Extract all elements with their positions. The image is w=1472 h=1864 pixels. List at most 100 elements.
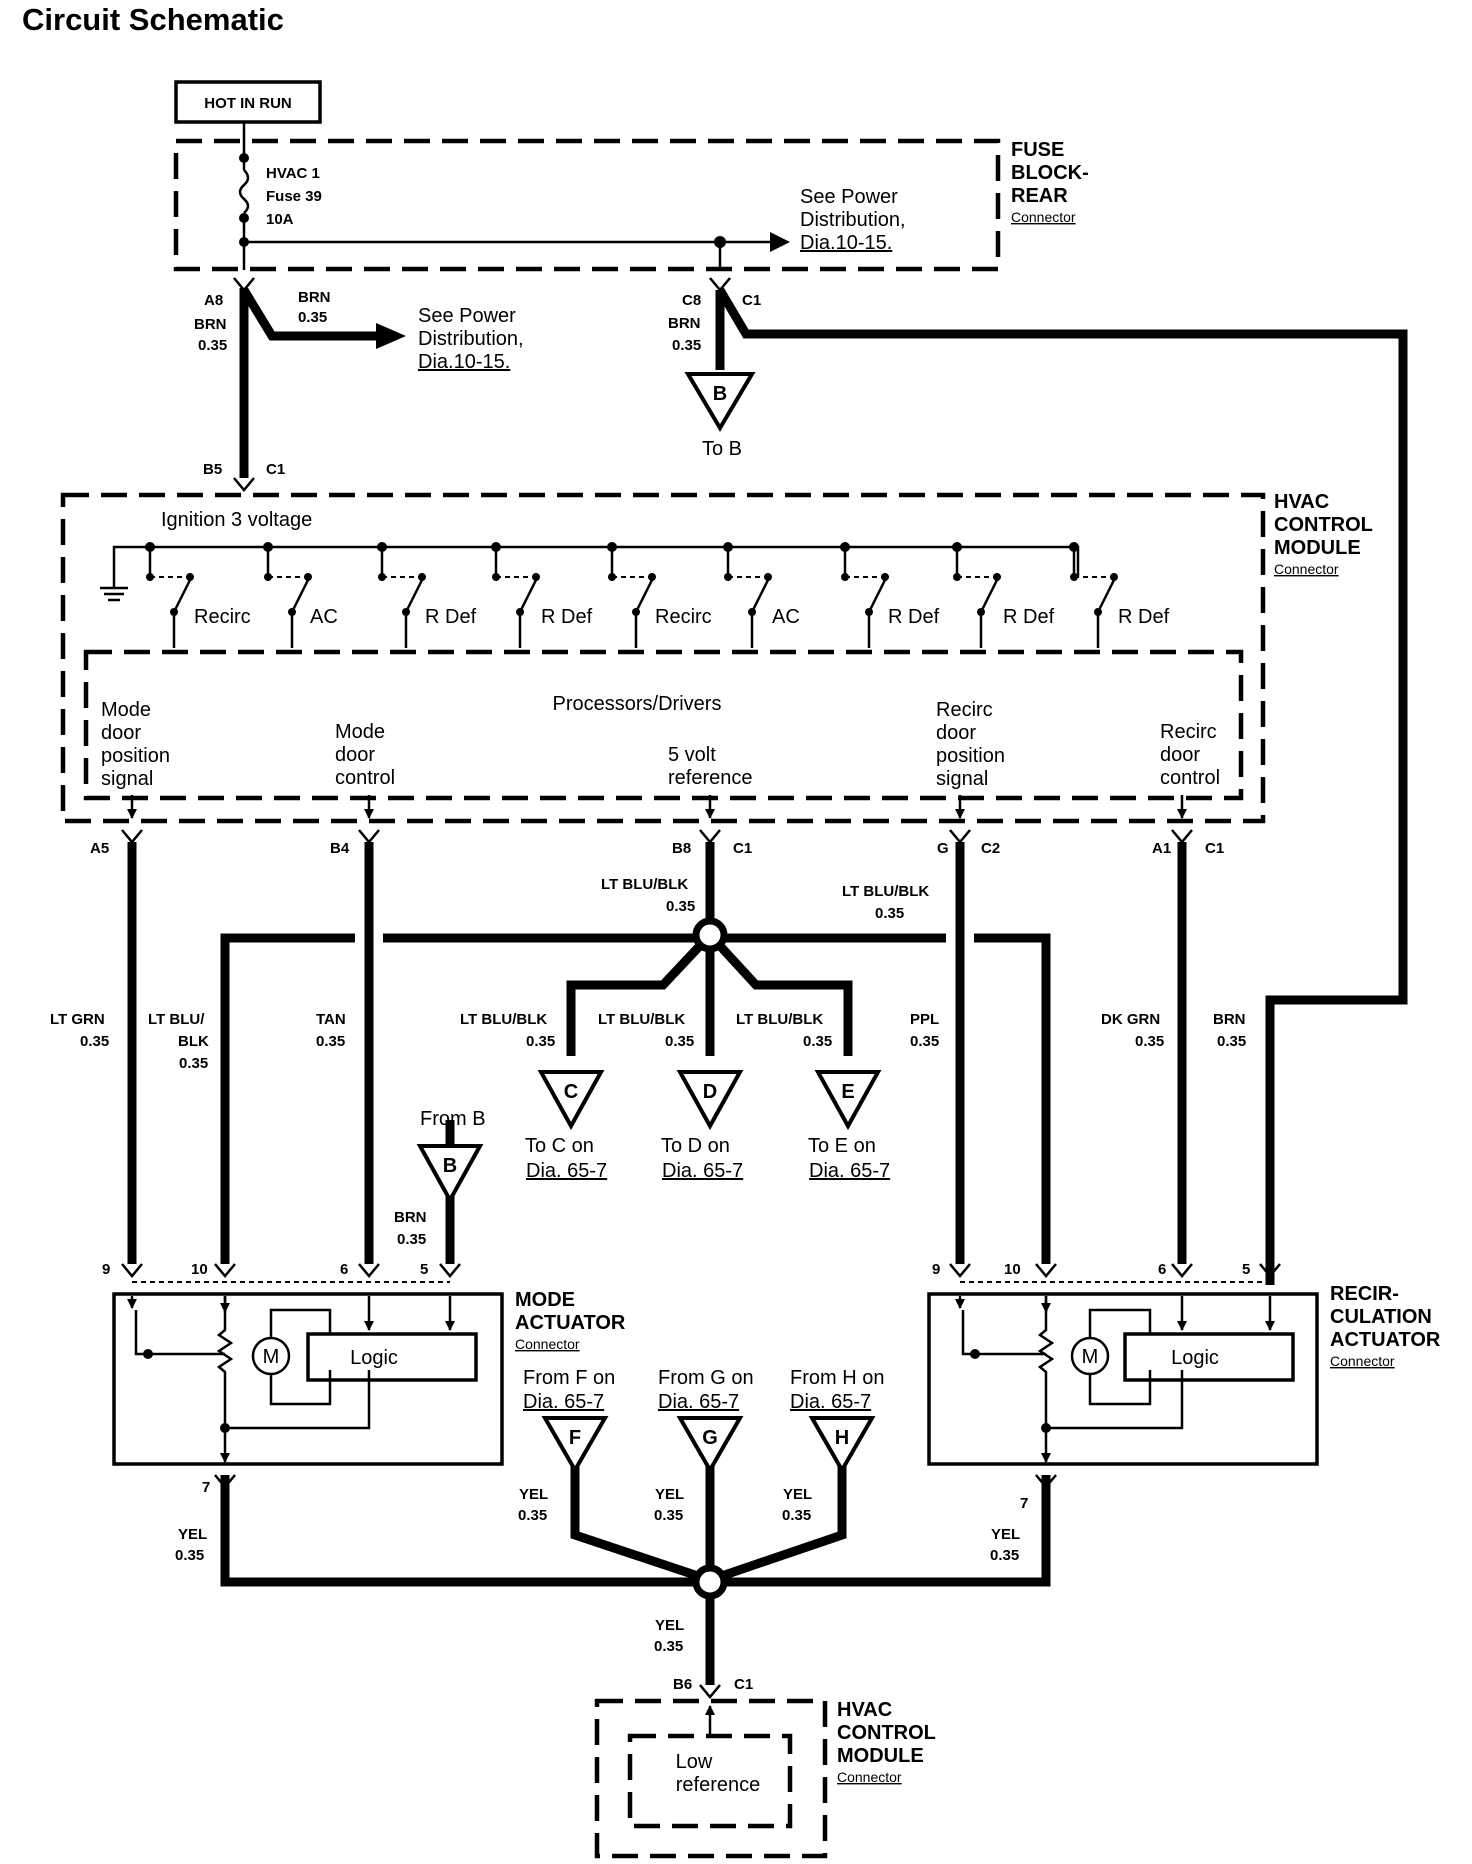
sig-recirc-pos-0: Recirc bbox=[936, 699, 993, 721]
left-see-power-0: See Power bbox=[418, 305, 516, 327]
recirc-pin-9: 9 bbox=[932, 1261, 940, 1278]
switch-4: Recirc bbox=[607, 542, 712, 648]
pin-b5: B5 bbox=[203, 461, 222, 478]
tri-c-label-1: Dia. 65-7 bbox=[526, 1160, 607, 1182]
processors-box bbox=[83, 649, 1244, 801]
recirc-name-0: RECIR- bbox=[1330, 1283, 1399, 1305]
sig-mode-pos-0: Mode bbox=[101, 699, 151, 721]
wire-ltblu-l-1: BLK bbox=[178, 1033, 209, 1050]
wire-ltblu-top-1: 0.35 bbox=[666, 898, 695, 915]
tri-d-label-1: Dia. 65-7 bbox=[662, 1160, 743, 1182]
mode-pin-7-fork bbox=[214, 1474, 236, 1489]
wire-branch-e-1: 0.35 bbox=[803, 1033, 832, 1050]
wire-yel-left-0: YEL bbox=[178, 1526, 207, 1543]
pin-g: G bbox=[937, 840, 949, 857]
tri-d-label-0: To D on bbox=[661, 1135, 730, 1157]
tri-to-b-letter: B bbox=[713, 383, 727, 405]
wire-ltgrn-0: LT GRN bbox=[50, 1011, 105, 1028]
wire-a8-color: BRN bbox=[194, 316, 227, 333]
fuse-block-name-0: FUSE bbox=[1011, 139, 1064, 161]
switch-label-2: R Def bbox=[425, 606, 477, 628]
wire-yel-h-1: 0.35 bbox=[782, 1507, 811, 1524]
tri-e-label-0: To E on bbox=[808, 1135, 876, 1157]
fuse-line-1: Fuse 39 bbox=[266, 188, 322, 205]
triangle-to-c bbox=[537, 1070, 605, 1131]
pin-c8: C8 bbox=[682, 292, 701, 309]
switch-3: R Def bbox=[491, 542, 593, 648]
switch-label-5: AC bbox=[772, 606, 800, 628]
from-b-label: From B bbox=[420, 1108, 486, 1130]
wire-c8-gauge: 0.35 bbox=[672, 337, 701, 354]
wire-ltblu-right-1: 0.35 bbox=[875, 905, 904, 922]
from-h-label-1: Dia. 65-7 bbox=[790, 1391, 871, 1413]
wire-brn-b-0: BRN bbox=[394, 1209, 427, 1226]
sig-recirc-ctl-1: door bbox=[1160, 744, 1200, 766]
wire-yel-g-0: YEL bbox=[655, 1486, 684, 1503]
tri-c-letter: C bbox=[564, 1081, 578, 1103]
sig-mode-ctl-0: Mode bbox=[335, 721, 385, 743]
switch-5: AC bbox=[723, 542, 800, 648]
wire-yel-bottom-1: 0.35 bbox=[654, 1638, 683, 1655]
switch-8: R Def bbox=[1069, 542, 1170, 648]
wire-yel-right-0: YEL bbox=[991, 1526, 1020, 1543]
sig-recirc-ctl-2: control bbox=[1160, 767, 1220, 789]
triangle-to-b bbox=[684, 372, 756, 432]
low-ref-0: Low bbox=[676, 1751, 713, 1773]
wire-ppl-0: PPL bbox=[910, 1011, 939, 1028]
module-pin-forks bbox=[121, 829, 1193, 844]
sig-mode-ctl-2: control bbox=[335, 767, 395, 789]
from-h-letter: H bbox=[835, 1427, 849, 1449]
mode-pin-6: 6 bbox=[340, 1261, 348, 1278]
recirc-logic-label: Logic bbox=[1171, 1347, 1219, 1369]
left-see-power-2: Dia.10-15. bbox=[418, 351, 510, 373]
switch-2: R Def bbox=[377, 542, 477, 648]
wire-tan-1: 0.35 bbox=[316, 1033, 345, 1050]
switch-label-7: R Def bbox=[1003, 606, 1055, 628]
sig-mode-ctl-1: door bbox=[335, 744, 375, 766]
wire-ppl-1: 0.35 bbox=[910, 1033, 939, 1050]
fuse-line-2: 10A bbox=[266, 211, 294, 228]
mode-pin-9: 9 bbox=[102, 1261, 110, 1278]
wire-branch-d-0: LT BLU/BLK bbox=[598, 1011, 685, 1028]
wire-branch-c-0: LT BLU/BLK bbox=[460, 1011, 547, 1028]
switch-6: R Def bbox=[840, 542, 940, 648]
recirc-connector: Connector bbox=[1330, 1353, 1395, 1369]
bottom-name-0: HVAC bbox=[837, 1699, 892, 1721]
wire-a8-gauge: 0.35 bbox=[198, 337, 227, 354]
recirc-pin-6: 6 bbox=[1158, 1261, 1166, 1278]
wire-ltblu-l-0: LT BLU/ bbox=[148, 1011, 205, 1028]
from-f-label-0: From F on bbox=[523, 1367, 615, 1389]
bottom-connector: Connector bbox=[837, 1769, 902, 1785]
hvac-connector: Connector bbox=[1274, 561, 1339, 577]
mode-logic-label: Logic bbox=[350, 1347, 398, 1369]
recirc-motor-icon: M bbox=[1082, 1346, 1099, 1368]
switch-label-1: AC bbox=[310, 606, 338, 628]
wire-c8-color: BRN bbox=[668, 315, 701, 332]
triangle-to-d bbox=[676, 1070, 744, 1131]
left-see-power-1: Distribution, bbox=[418, 328, 524, 350]
recirc-pin-7-fork bbox=[1035, 1474, 1057, 1489]
page-title: Circuit Schematic bbox=[22, 2, 284, 37]
pin-a5: A5 bbox=[90, 840, 109, 857]
wire-a8-branch bbox=[240, 287, 380, 341]
fuse-see-power-2: Dia.10-15. bbox=[800, 232, 892, 254]
sig-recirc-pos-1: door bbox=[936, 722, 976, 744]
pin-a8: A8 bbox=[204, 292, 223, 309]
recirc-pin-10: 10 bbox=[1004, 1261, 1021, 1278]
triangle-from-f bbox=[541, 1416, 609, 1475]
triangle-from-h bbox=[808, 1416, 876, 1475]
wire-ltgrn-1: 0.35 bbox=[80, 1033, 109, 1050]
bottom-module-box bbox=[594, 1698, 828, 1859]
wire-brn-b-1: 0.35 bbox=[397, 1231, 426, 1248]
wire-harness bbox=[127, 842, 1187, 1685]
wire-yel-h-0: YEL bbox=[783, 1486, 812, 1503]
ground-icon bbox=[100, 581, 128, 602]
wire-tan-0: TAN bbox=[316, 1011, 346, 1028]
switch-label-3: R Def bbox=[541, 606, 593, 628]
pin-b8: B8 bbox=[672, 840, 691, 857]
switch-1: AC bbox=[263, 542, 338, 648]
fuse-block-name-1: BLOCK- bbox=[1011, 162, 1089, 184]
mode-actuator bbox=[112, 1263, 504, 1466]
